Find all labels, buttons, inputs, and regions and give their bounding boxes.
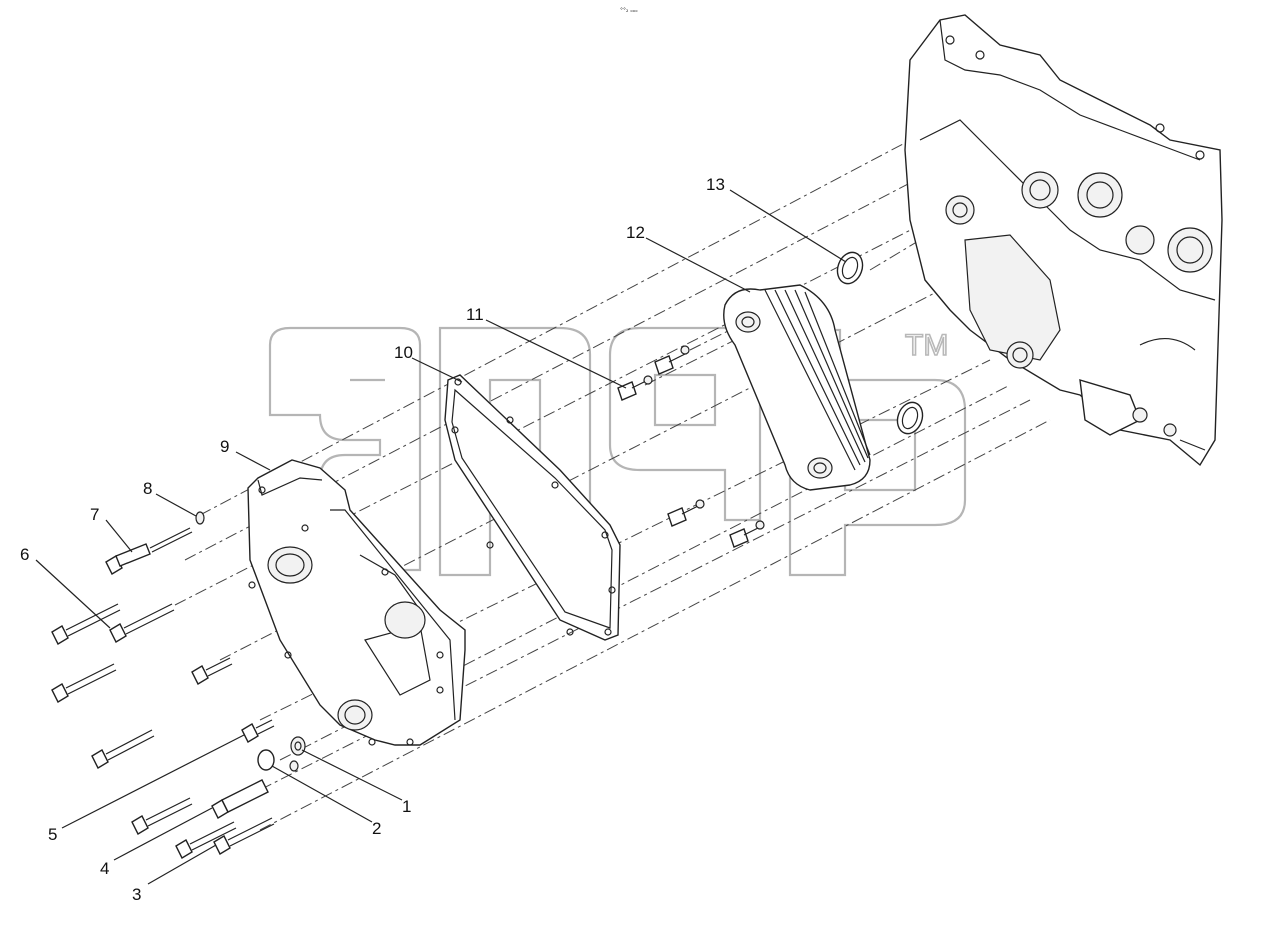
leader-lines xyxy=(35,189,847,885)
callout-12: 12 xyxy=(626,223,645,242)
part-3-bolts xyxy=(175,817,275,859)
watermark-logo: TM xyxy=(268,326,967,577)
callout-9: 9 xyxy=(220,437,229,456)
part-12-oil-cooler xyxy=(723,284,871,491)
part-9-front-cover xyxy=(247,459,466,746)
part-7-stud xyxy=(105,527,193,575)
callout-5: 5 xyxy=(48,825,57,844)
part-8-washer xyxy=(195,511,205,525)
part-11-screws xyxy=(617,345,765,548)
callout-6: 6 xyxy=(20,545,29,564)
part-4-bolts xyxy=(131,779,269,835)
engine-block xyxy=(904,14,1223,467)
callout-1: 1 xyxy=(402,797,411,816)
header-mark: °°₂ ₒₒₒ xyxy=(620,7,638,14)
part-10-gasket xyxy=(444,374,621,641)
part-13-o-ring-lower xyxy=(896,401,924,435)
callout-2: 2 xyxy=(372,819,381,838)
trademark-symbol: TM xyxy=(905,329,948,362)
part-6-bolts xyxy=(51,603,233,703)
callout-11: 11 xyxy=(466,305,484,324)
callout-3: 3 xyxy=(132,885,141,904)
callout-4: 4 xyxy=(100,859,109,878)
callout-8: 8 xyxy=(143,479,152,498)
part-5-bolts xyxy=(91,719,275,769)
callout-labels: 1 2 3 4 5 6 7 8 9 10 11 12 13 xyxy=(20,175,725,904)
callout-13: 13 xyxy=(706,175,725,194)
part-1-washer xyxy=(290,736,306,756)
callout-7: 7 xyxy=(90,505,99,524)
callout-10: 10 xyxy=(394,343,413,362)
part-2-plug xyxy=(257,749,299,772)
